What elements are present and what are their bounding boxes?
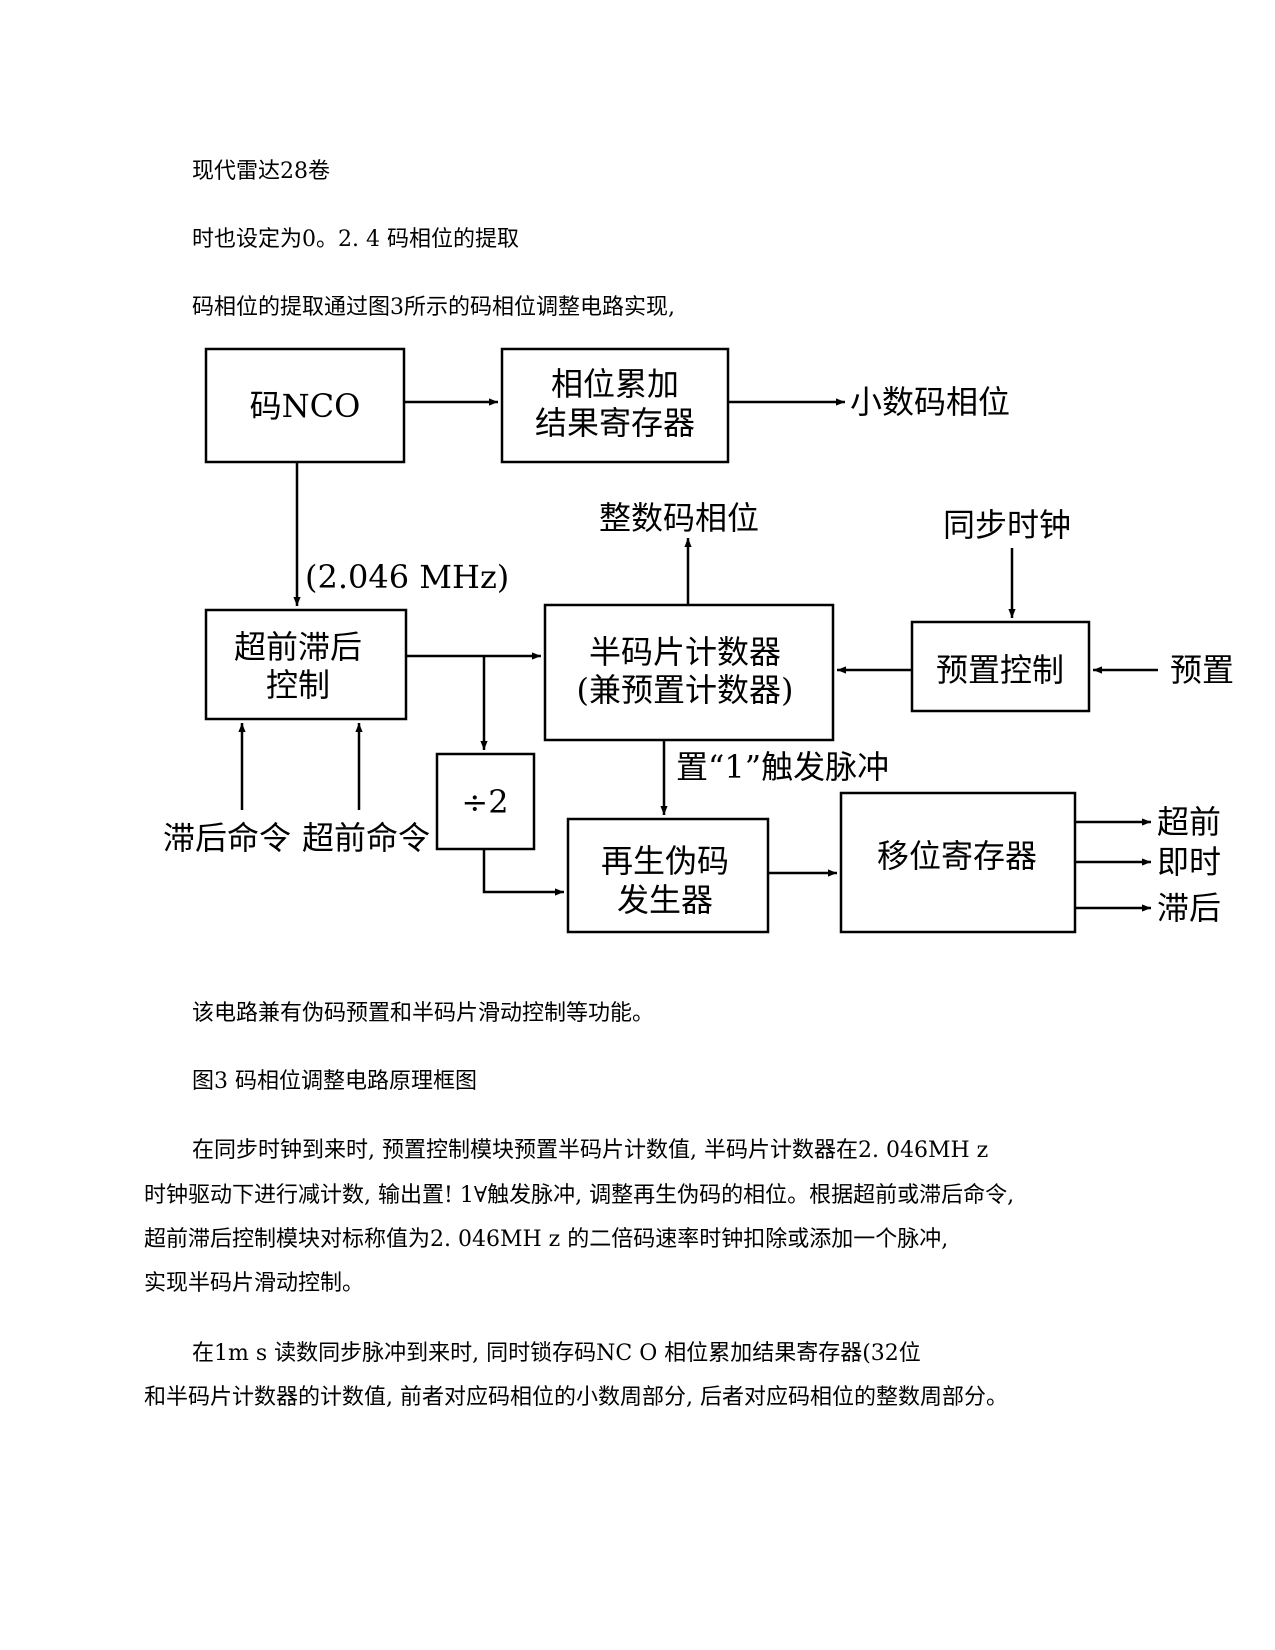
paragraph-2: 码相位的提取通过图3所示的码相位调整电路实现, <box>192 295 675 320</box>
paragraph-3: 该电路兼有伪码预置和半码片滑动控制等功能。 <box>192 1001 655 1026</box>
trigger-pulse-label: 置“1”触发脉冲 <box>676 748 889 786</box>
paragraph-4-line-2: 时钟驱动下进行减计数, 输出置! 1∀触发脉冲, 调整再生伪码的相位。根据超前或… <box>144 1183 1015 1208</box>
early-late-control-label-2: 控制 <box>266 666 330 704</box>
fractional-phase-label: 小数码相位 <box>850 383 1010 421</box>
paragraph-4-line-3: 超前滞后控制模块对标称值为2. 046MH z 的二倍码速率时钟扣除或添加一个脉… <box>144 1227 949 1252</box>
shift-register-label: 移位寄存器 <box>877 837 1037 875</box>
phase-accumulator-label-2: 结果寄存器 <box>535 404 695 442</box>
half-chip-counter-box <box>543 603 835 742</box>
nco-label: 码NCO <box>250 387 361 425</box>
preset-control-label: 预置控制 <box>936 651 1064 689</box>
preset-control-box <box>910 620 1091 713</box>
early-command-label: 超前命令 <box>302 819 430 857</box>
paragraph-4-line-1: 在同步时钟到来时, 预置控制模块预置半码片计数值, 半码片计数器在2. 046M… <box>192 1138 989 1163</box>
paragraph-1: 时也设定为0。2. 4 码相位的提取 <box>192 227 519 252</box>
preset-input-label: 预置 <box>1170 651 1234 689</box>
early-late-control-box <box>204 608 408 721</box>
integer-phase-label: 整数码相位 <box>599 499 759 537</box>
early-late-control-label-1: 超前滞后 <box>234 628 362 666</box>
late-command-label: 滞后命令 <box>163 819 291 857</box>
regen-pn-generator-box <box>566 817 770 934</box>
half-chip-counter-label-1: 半码片计数器 <box>589 633 781 671</box>
paragraph-5-line-1: 在1m s 读数同步脉冲到来时, 同时锁存码NC O 相位累加结果寄存器(32位 <box>192 1341 921 1366</box>
divide-by-2-label: ÷2 <box>461 783 508 821</box>
sync-clock-label: 同步时钟 <box>943 506 1071 544</box>
div2-to-generator-arrow <box>482 849 564 896</box>
output-late-label: 滞后 <box>1157 889 1221 927</box>
paragraph-4-line-4: 实现半码片滑动控制。 <box>144 1271 365 1296</box>
regen-pn-generator-label-1: 再生伪码 <box>601 842 729 880</box>
divide-by-2-box <box>435 752 536 851</box>
shift-register-box <box>839 791 1077 934</box>
figure-caption: 图3 码相位调整电路原理框图 <box>192 1069 477 1094</box>
half-chip-counter-label-2: (兼预置计数器) <box>577 671 794 709</box>
paragraph-5-line-2: 和半码片计数器的计数值, 前者对应码相位的小数周部分, 后者对应码相位的整数周部… <box>144 1385 1008 1410</box>
running-title: 现代雷达28卷 <box>192 159 330 184</box>
output-early-label: 超前 <box>1157 803 1221 841</box>
frequency-label: (2.046 MHz) <box>305 558 509 596</box>
phase-accumulator-box <box>500 347 730 464</box>
phase-accumulator-label-1: 相位累加 <box>551 365 679 403</box>
block-diagram: 码NCO 相位累加 结果寄存器 小数码相位 整数码相位 同步时钟 (2.046 … <box>0 340 1275 960</box>
regen-pn-generator-label-2: 发生器 <box>617 881 713 919</box>
output-prompt-label: 即时 <box>1157 843 1221 881</box>
nco-box <box>204 347 406 464</box>
